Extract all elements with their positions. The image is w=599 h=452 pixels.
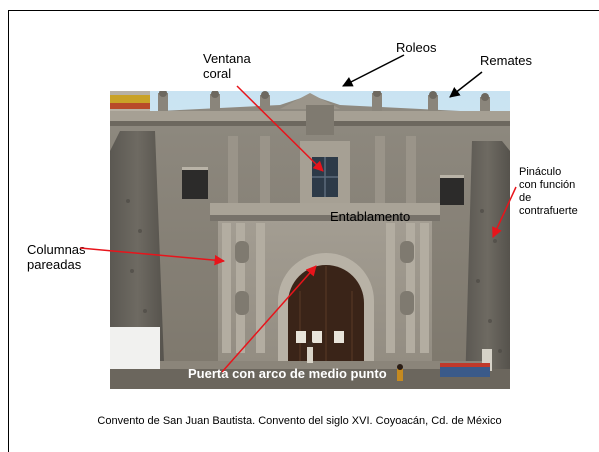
label-columnas-line1: Columnas [27, 242, 86, 257]
slide-border-left [8, 10, 9, 452]
arrow-remates [449, 71, 483, 98]
label-pinaculo: Pináculo con función de contrafuerte [519, 166, 578, 218]
label-pinaculo-line2: con función [519, 179, 576, 191]
label-entablamento: Entablamento [330, 209, 411, 224]
slide-border-top [8, 10, 599, 11]
label-pinaculo-line1: Pináculo [519, 166, 562, 178]
arrow-ventana-coral [236, 85, 324, 172]
arrow-puerta [221, 265, 317, 373]
label-ventana-line2: coral [203, 66, 232, 81]
label-roleos: Roleos [396, 40, 437, 55]
arrow-roleos [342, 54, 405, 87]
label-ventana-line1: Ventana [203, 51, 251, 66]
label-columnas-line2: pareadas [27, 257, 82, 272]
arrow-pinaculo [492, 186, 517, 238]
label-puerta-arco: Puerta con arco de medio punto [188, 366, 387, 381]
label-ventana-coral: Ventana coral [203, 51, 251, 81]
label-remates: Remates [480, 53, 533, 68]
label-pinaculo-line3: de [519, 192, 532, 204]
slide-caption: Convento de San Juan Bautista. Convento … [97, 415, 502, 427]
arrow-columnas [79, 247, 226, 266]
label-columnas-pareadas: Columnas pareadas [27, 242, 86, 272]
label-pinaculo-line4: contrafuerte [519, 205, 578, 217]
convent-facade-photo [110, 91, 510, 389]
